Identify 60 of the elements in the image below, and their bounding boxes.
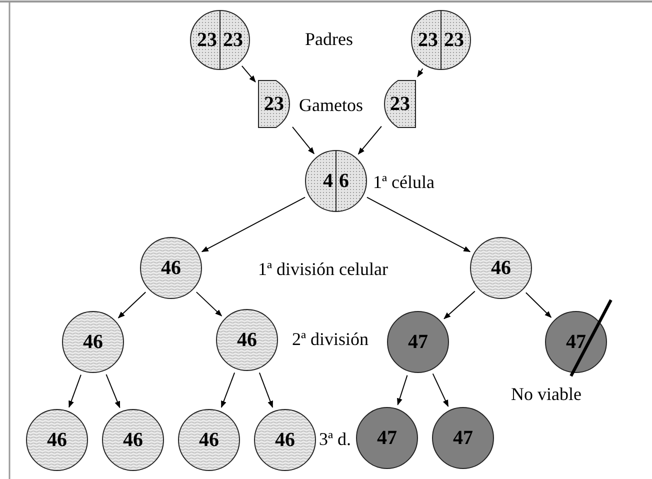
chromosome-count: 46 bbox=[47, 430, 67, 450]
chromosome-count: 23 bbox=[264, 94, 284, 114]
chromosome-count: 46 bbox=[491, 258, 511, 278]
arrow bbox=[118, 292, 146, 318]
arrow bbox=[201, 196, 306, 252]
chromosome-count: 47 bbox=[566, 332, 586, 352]
cell-circle bbox=[216, 309, 278, 371]
chromosome-count: 23 bbox=[222, 30, 244, 50]
cell-circle bbox=[26, 409, 88, 471]
arrow bbox=[432, 373, 449, 407]
stage-label: Padres bbox=[305, 30, 353, 48]
chromosome-count: 23 bbox=[443, 30, 465, 50]
arrow bbox=[444, 290, 476, 320]
cell-circle bbox=[178, 409, 240, 471]
chromosome-count: 23 bbox=[417, 30, 439, 50]
arrow bbox=[196, 292, 222, 316]
chromosome-count: 23 bbox=[196, 30, 218, 50]
stage-label: 1ª división celular bbox=[258, 260, 388, 278]
arrow bbox=[397, 374, 408, 406]
chromosome-count: 46 bbox=[123, 430, 143, 450]
cell-circle bbox=[411, 10, 471, 70]
chromosome-count: 46 bbox=[237, 330, 257, 350]
stage-label: 3ª d. bbox=[319, 430, 351, 448]
chromosome-count: 46 bbox=[161, 258, 181, 278]
cell-circle bbox=[432, 407, 494, 469]
cell-circle bbox=[140, 237, 202, 299]
arrow bbox=[358, 126, 382, 155]
cell-circle bbox=[545, 311, 607, 373]
arrow bbox=[258, 372, 274, 408]
arrow bbox=[241, 65, 256, 83]
chromosome-count: 46 bbox=[275, 430, 295, 450]
arrow bbox=[525, 292, 552, 318]
cell-caption: No viable bbox=[511, 385, 582, 403]
cell-circle bbox=[190, 10, 250, 70]
arrow bbox=[68, 374, 82, 408]
stage-label: 2ª división bbox=[292, 330, 368, 348]
cell-circle bbox=[356, 407, 418, 469]
cell-circle bbox=[387, 311, 449, 373]
stage-label: Gametos bbox=[299, 96, 363, 114]
stage-label: 1ª célula bbox=[373, 173, 434, 191]
chromosome-count: 47 bbox=[377, 428, 397, 448]
arrow bbox=[292, 126, 315, 154]
gamete-shape bbox=[258, 80, 290, 128]
arrow bbox=[106, 374, 120, 408]
chromosome-count: 4 bbox=[322, 171, 334, 191]
chromosome-count: 46 bbox=[199, 430, 219, 450]
cell-circle bbox=[254, 409, 316, 471]
chromosome-count: 47 bbox=[408, 332, 428, 352]
gamete-shape bbox=[384, 80, 416, 128]
chromosome-count: 46 bbox=[83, 332, 103, 352]
chromosome-count: 6 bbox=[338, 171, 350, 191]
arrow bbox=[417, 68, 424, 78]
cell-circle bbox=[102, 409, 164, 471]
arrow bbox=[220, 372, 236, 408]
cell-circle bbox=[305, 150, 367, 212]
arrow bbox=[366, 196, 471, 252]
cell-circle bbox=[470, 237, 532, 299]
cell-circle bbox=[62, 311, 124, 373]
chromosome-count: 23 bbox=[390, 94, 410, 114]
chromosome-count: 47 bbox=[453, 428, 473, 448]
